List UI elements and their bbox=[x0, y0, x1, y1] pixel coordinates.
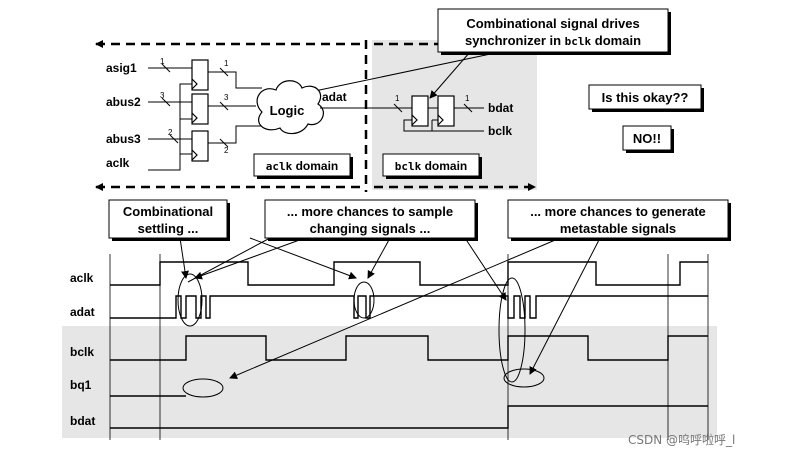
question-text: Is this okay?? bbox=[602, 90, 689, 105]
sample-callout-box bbox=[264, 199, 476, 239]
watermark: CSDN @呜呼啦呼_l bbox=[628, 432, 735, 447]
bclk-domain-label: bclk domain bbox=[395, 159, 468, 173]
width-asig1: 1 bbox=[160, 57, 165, 66]
bclk-waves-shade bbox=[62, 326, 717, 438]
width-bdat: 1 bbox=[465, 94, 470, 103]
sync-wires bbox=[403, 103, 484, 132]
logic-label: Logic bbox=[270, 103, 305, 118]
settling-callout-line2: settling ... bbox=[138, 221, 199, 236]
logic-cloud bbox=[256, 80, 324, 135]
wave-adat bbox=[110, 295, 708, 319]
meta-callout-box bbox=[507, 199, 729, 239]
width-abus3: 2 bbox=[168, 128, 173, 137]
bclk-synchronizer bbox=[411, 95, 455, 127]
top-callout-box bbox=[437, 8, 669, 53]
question-box bbox=[588, 84, 702, 110]
width-abus2: 3 bbox=[160, 91, 165, 100]
sample-callout-line2: changing signals ... bbox=[310, 221, 431, 236]
aclk-flops bbox=[191, 59, 209, 162]
top-callout-pointer-1 bbox=[309, 51, 501, 95]
label-abus2: abus2 bbox=[106, 95, 141, 109]
wave-label-bdat: bdat bbox=[70, 414, 95, 428]
aclk-domain-label: aclk domain bbox=[266, 159, 339, 173]
width-q1: 1 bbox=[224, 59, 229, 68]
wave-label-bclk: bclk bbox=[70, 345, 94, 359]
label-bclk-top: bclk bbox=[488, 124, 512, 138]
label-adat-top: adat bbox=[322, 90, 347, 104]
top-callout-line1: Combinational signal drives bbox=[466, 16, 639, 31]
adat-width-tick bbox=[393, 103, 403, 113]
sample-callout-line1: ... more chances to sample bbox=[287, 204, 453, 219]
wave-aclk bbox=[110, 261, 708, 286]
input-wires bbox=[148, 63, 192, 171]
waveforms bbox=[110, 261, 708, 429]
label-asig1: asig1 bbox=[106, 61, 137, 75]
wave-label-bq1: bq1 bbox=[70, 378, 92, 392]
width-q2: 3 bbox=[224, 93, 229, 102]
answer-box bbox=[622, 125, 672, 151]
highlight-ellipses bbox=[177, 273, 545, 398]
width-adat: 1 bbox=[395, 94, 400, 103]
callout-pointers bbox=[179, 237, 601, 379]
wave-bdat bbox=[110, 405, 708, 429]
meta-callout-line2: metastable signals bbox=[560, 221, 676, 236]
meta-callout-line1: ... more chances to generate bbox=[530, 204, 706, 219]
bclk-domain-box bbox=[382, 153, 480, 177]
answer-text: NO!! bbox=[633, 131, 661, 146]
top-callout-pointer-2 bbox=[429, 51, 471, 99]
wave-bclk bbox=[110, 335, 708, 361]
settling-callout-box bbox=[108, 199, 228, 239]
settling-callout-line1: Combinational bbox=[123, 204, 213, 219]
width-q3: 2 bbox=[224, 146, 229, 155]
wave-label-adat: adat bbox=[70, 305, 95, 319]
wave-label-aclk: aclk bbox=[70, 271, 94, 285]
flop-output-wires bbox=[208, 67, 262, 148]
label-abus3: abus3 bbox=[106, 132, 141, 146]
label-bdat-top: bdat bbox=[488, 101, 513, 115]
label-aclk: aclk bbox=[106, 156, 130, 170]
top-callout-line2: synchronizer in bclk domain bbox=[465, 33, 641, 48]
aclk-domain-box bbox=[253, 153, 351, 177]
